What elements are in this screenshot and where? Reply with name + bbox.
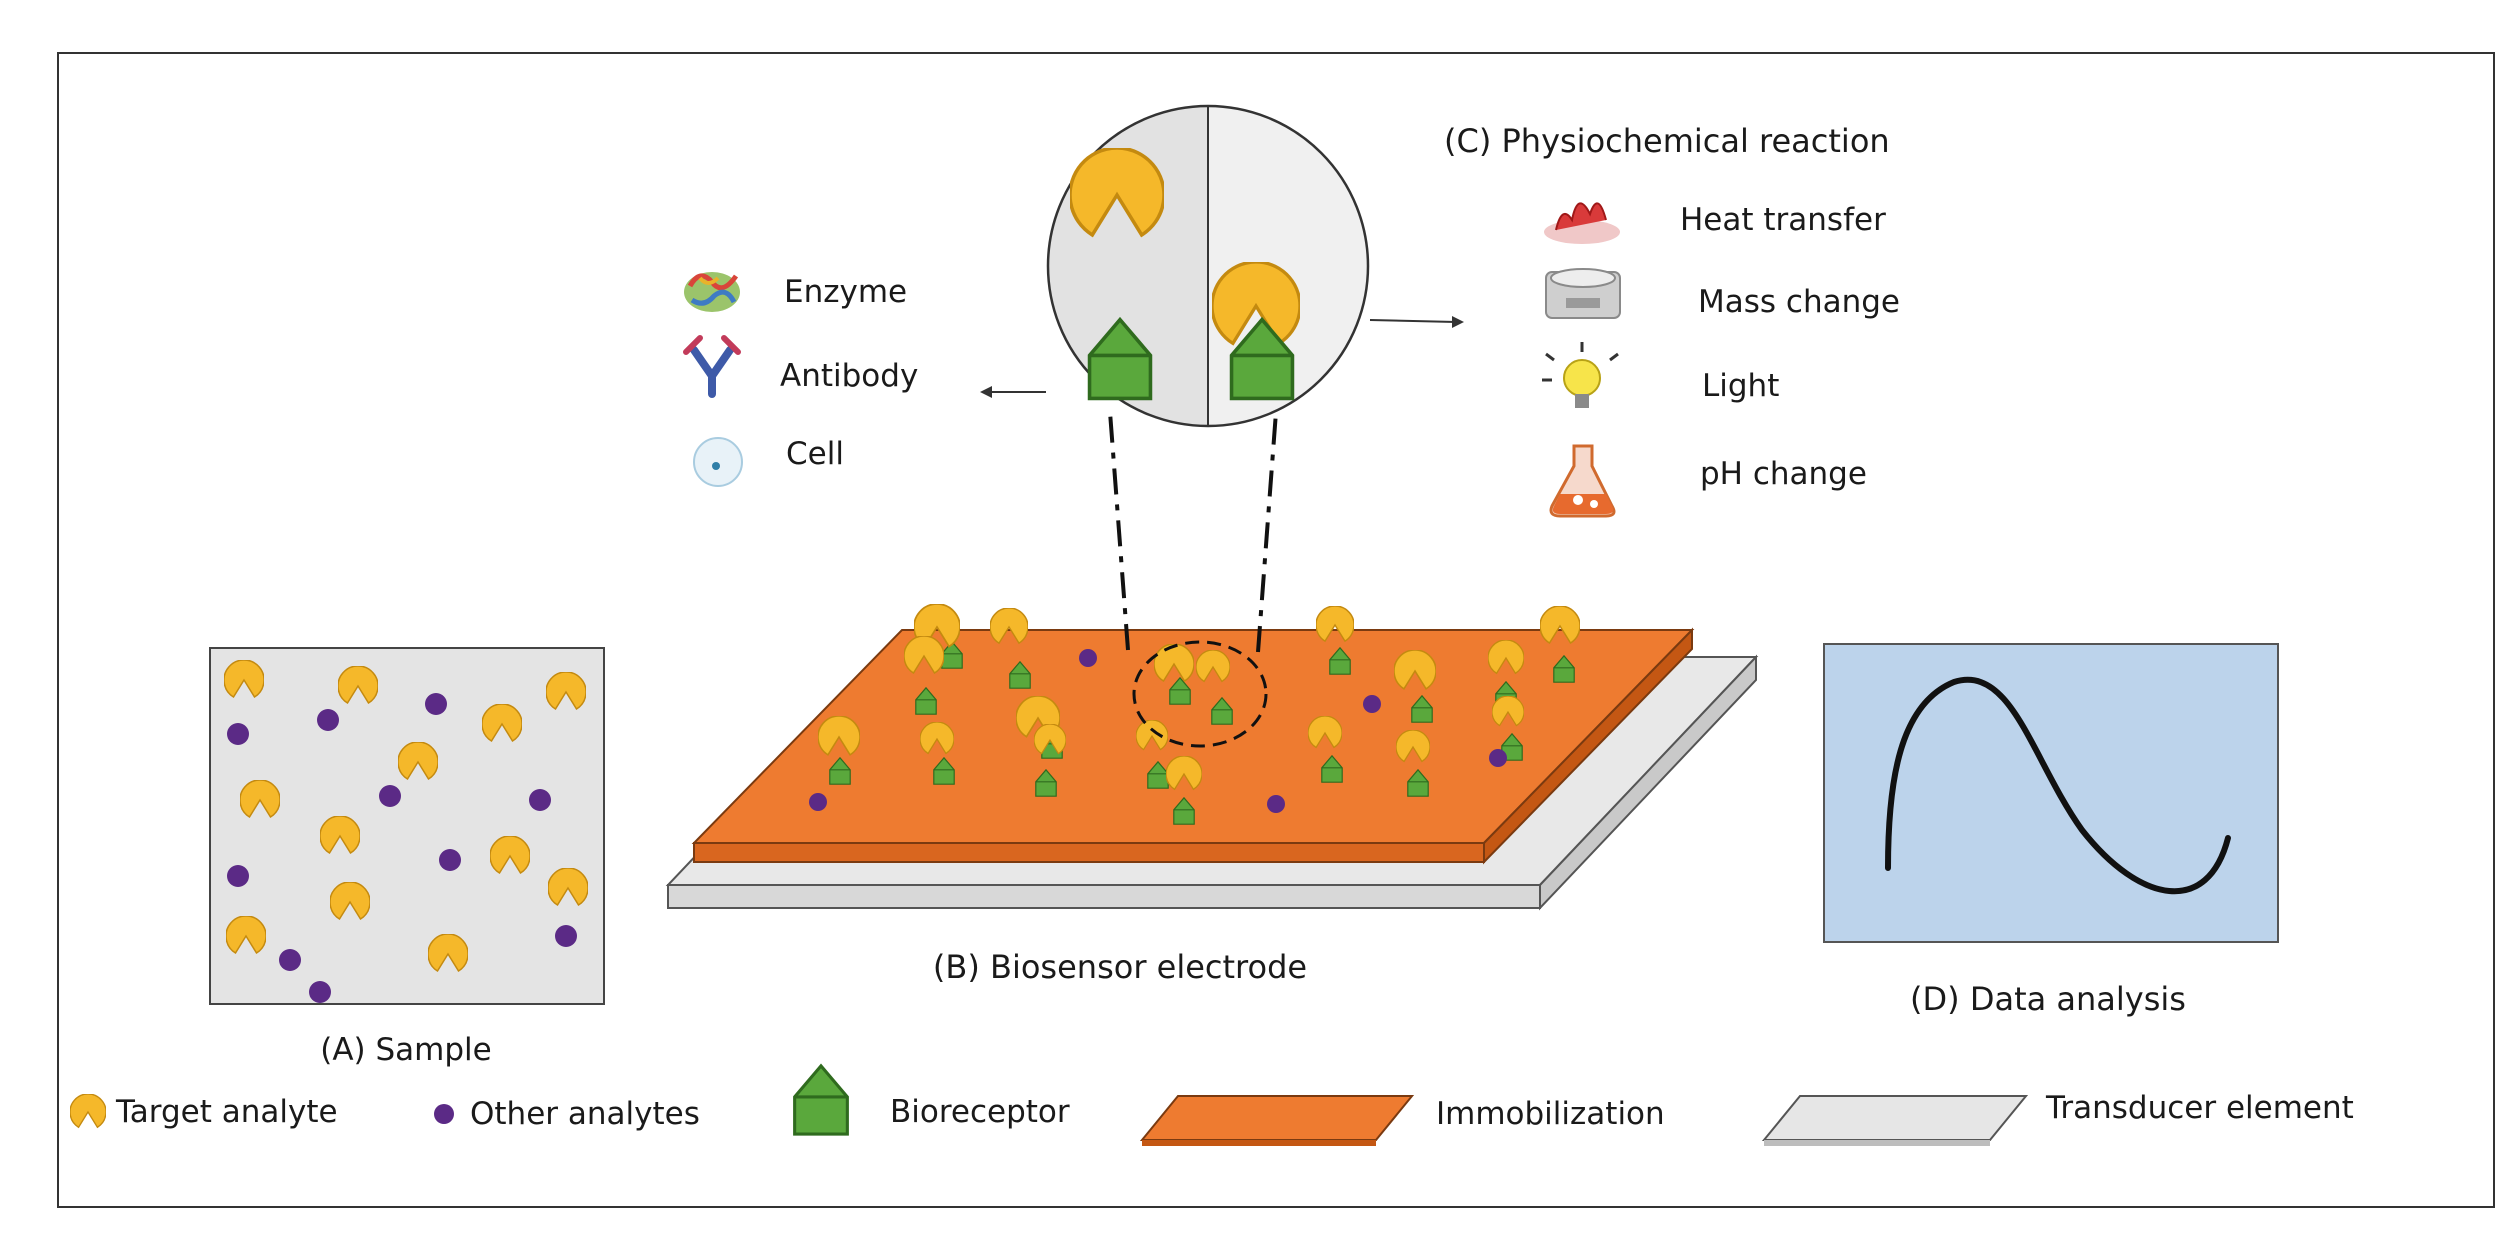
bioreceptor-antibody: Antibody [780,358,918,394]
reaction-heat: Heat transfer [1680,202,1886,238]
flask-icon [1549,444,1616,518]
sample-other-analytes [227,693,577,1003]
sample-box [209,647,605,1005]
legend-target: Target analyte [115,1094,338,1130]
bulb-icon [1542,342,1619,408]
analysis-label: (D) Data analysis [1910,980,2186,1018]
legend-other: Other analytes [470,1096,700,1132]
legend-transducer-symbol [1761,1095,2029,1146]
bioreceptor-enzyme: Enzyme [784,274,907,310]
legend-immobilization-symbol [1139,1095,1415,1146]
reaction-label: (C) Physiochemical reaction [1444,122,1890,160]
legend-bioreceptor: Bioreceptor [890,1094,1070,1130]
zoom-connector-right [1256,411,1278,653]
reaction-ph: pH change [1700,456,1867,492]
surface-other-analytes [809,649,1507,813]
zoom-connector-left [1108,411,1130,651]
signal-curve [1885,676,2231,895]
cell-icon [693,437,743,487]
bioreceptor-types: Enzyme Antibody Cell [683,272,918,487]
zoom-circle [1046,104,1370,428]
electrode-label: (B) Biosensor electrode [933,948,1307,986]
heat-icon [1544,202,1620,244]
legend-transducer: Transducer element [2045,1090,2354,1126]
zoom-region [1132,640,1268,748]
analysis-box [1823,643,2279,943]
analysis-panel: (D) Data analysis [1823,643,2279,1018]
legend-immobilization: Immobilization [1436,1096,1665,1132]
legend-other-symbol [434,1104,454,1124]
reaction-panel: (C) Physiochemical reaction Heat transfe… [1444,122,1900,518]
sample-panel: (A) Sample [209,647,605,1068]
enzyme-icon [684,272,740,312]
bioreceptor-cell: Cell [786,436,844,472]
scale-icon [1545,268,1621,319]
sample-label: (A) Sample [320,1032,491,1068]
electrode-panel: (B) Biosensor electrode [665,411,1759,986]
reaction-light: Light [1702,368,1779,404]
legend: Target analyte Other analytes Biorecepto… [70,1064,2354,1146]
antibody-icon [683,335,741,398]
reaction-mass: Mass change [1698,284,1900,320]
